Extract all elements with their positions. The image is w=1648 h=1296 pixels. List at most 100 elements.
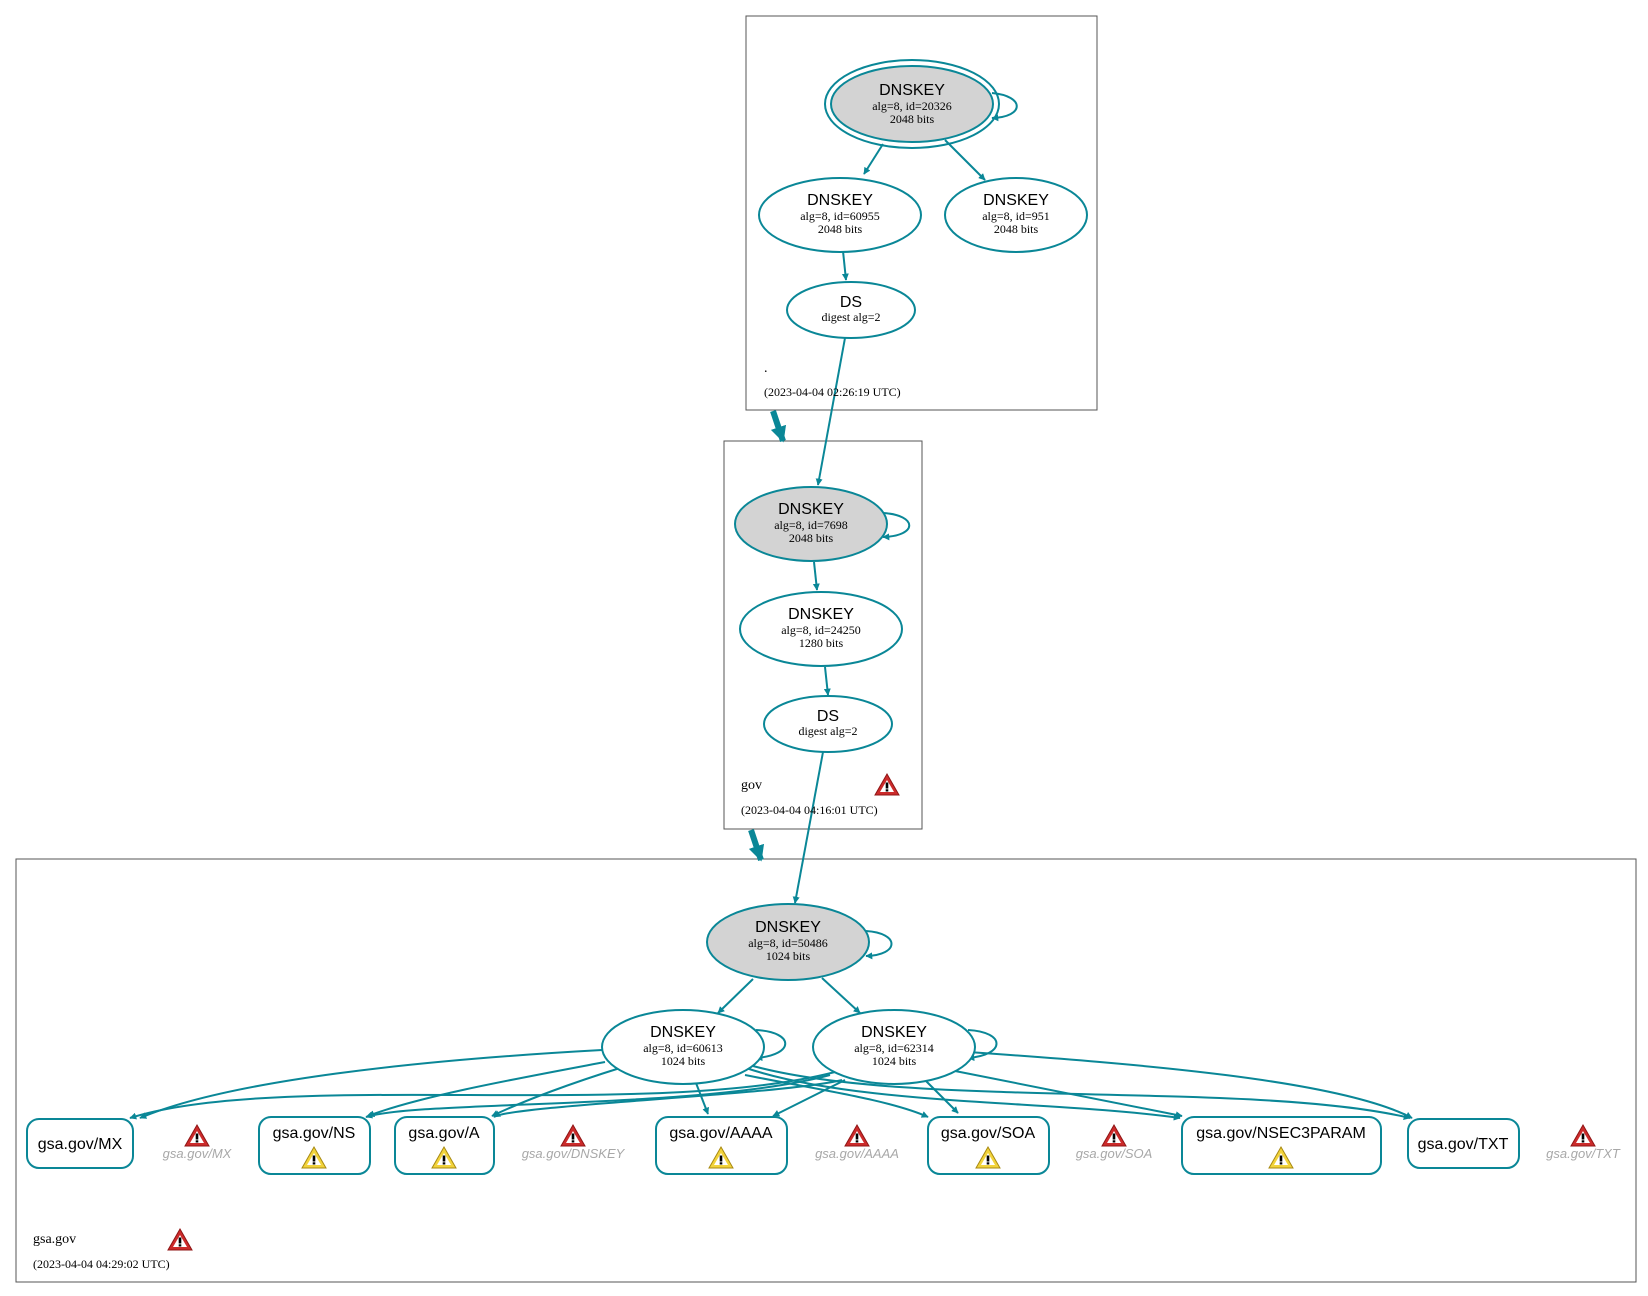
node-detail-label: alg=8, id=60955: [800, 209, 880, 223]
rrset-node-mx[interactable]: [26, 1118, 134, 1169]
sign-edge: [744, 1074, 929, 1118]
node-detail-label: 1024 bits: [766, 949, 811, 963]
node-type-label: DNSKEY: [983, 192, 1049, 209]
node-detail-label: 1280 bits: [799, 636, 844, 650]
sign-edge: [139, 1049, 603, 1119]
node-detail-label: alg=8, id=50486: [748, 936, 828, 950]
dnskey-node-gov-zsk[interactable]: [739, 591, 903, 667]
node-type-label: DS: [840, 294, 862, 311]
sign-edge: [772, 1079, 846, 1117]
zone-timestamp: (2023-04-04 04:29:02 UTC): [33, 1257, 170, 1271]
node-detail-label: 2048 bits: [789, 531, 834, 545]
rrset-node-aaaa[interactable]: [655, 1116, 788, 1175]
zone-name-label: .: [764, 361, 768, 376]
zone-timestamp: (2023-04-04 02:26:19 UTC): [764, 385, 901, 399]
node-detail-label: 1024 bits: [661, 1054, 706, 1068]
error-node-label: gsa.gov/SOA: [1076, 1146, 1153, 1161]
dnskey-node-root-zsk2[interactable]: [944, 177, 1088, 253]
dnskey-node-gsa-zsk1[interactable]: [601, 1009, 765, 1085]
ds-node-gov[interactable]: [763, 695, 893, 753]
rrset-node-a[interactable]: [394, 1116, 495, 1175]
sign-edge: [949, 1069, 1183, 1119]
error-node-label: gsa.gov/TXT: [1546, 1146, 1621, 1161]
error-icon[interactable]: [874, 773, 900, 796]
self-sign-edge: [991, 92, 1018, 122]
error-icon[interactable]: [844, 1124, 870, 1147]
digest-edge: [823, 666, 831, 696]
self-sign-edge: [967, 1029, 998, 1061]
digest-edge: [841, 250, 849, 281]
node-detail-label: alg=8, id=7698: [774, 518, 848, 532]
rrset-label: gsa.gov/TXT: [1418, 1136, 1509, 1153]
node-detail-label: alg=8, id=62314: [854, 1041, 934, 1055]
error-icon[interactable]: [1101, 1124, 1127, 1147]
node-detail-label: 1024 bits: [872, 1054, 917, 1068]
zone-gsa-box: [15, 858, 1637, 1283]
node-detail-label: 2048 bits: [818, 222, 863, 236]
rrset-label: gsa.gov/A: [408, 1125, 479, 1142]
sign-edge: [493, 1079, 843, 1118]
rrset-label: gsa.gov/NSEC3PARAM: [1196, 1125, 1366, 1142]
rrset-node-ns[interactable]: [258, 1116, 371, 1175]
dnskey-node-gsa-zsk2[interactable]: [812, 1009, 976, 1085]
node-type-label: DNSKEY: [778, 501, 844, 518]
node-detail-label: alg=8, id=24250: [781, 623, 861, 637]
node-detail-label: alg=8, id=60613: [643, 1041, 723, 1055]
rrset-label: gsa.gov/AAAA: [669, 1125, 773, 1142]
sign-edge: [491, 1067, 621, 1117]
sign-edge: [695, 1082, 709, 1115]
ds-link-edge: [815, 337, 846, 486]
self-sign-edge: [755, 1029, 787, 1062]
node-detail-label: alg=8, id=951: [982, 209, 1050, 223]
dnskey-node-gov-ksk[interactable]: [734, 486, 888, 562]
zone-name-label: gov: [741, 778, 762, 793]
node-detail-label: 2048 bits: [890, 112, 935, 126]
sign-edge: [812, 561, 820, 591]
node-type-label: DNSKEY: [755, 919, 821, 936]
ds-node-root[interactable]: [786, 281, 916, 339]
error-icon[interactable]: [560, 1124, 586, 1147]
node-type-label: DS: [817, 708, 839, 725]
self-sign-edge: [882, 512, 911, 541]
sign-edge: [367, 1061, 606, 1118]
error-node-label: gsa.gov/MX: [163, 1146, 233, 1161]
zone-root-box: [745, 15, 1098, 411]
rrset-label: gsa.gov/NS: [273, 1125, 356, 1142]
node-detail-label: 2048 bits: [994, 222, 1039, 236]
delegation-arrow-root-gov: [770, 410, 787, 443]
ds-link-edge: [792, 751, 824, 904]
dnskey-node-root-zsk1[interactable]: [758, 177, 922, 253]
node-detail-label: alg=8, id=20326: [872, 99, 952, 113]
node-detail-label: digest alg=2: [798, 724, 857, 738]
rrset-node-txt[interactable]: [1407, 1118, 1520, 1169]
zone-name-label: gsa.gov: [33, 1232, 76, 1247]
zone-timestamp: (2023-04-04 04:16:01 UTC): [741, 803, 878, 817]
node-detail-label: digest alg=2: [821, 310, 880, 324]
zone-gov-box: [723, 440, 923, 830]
sign-edge: [365, 1074, 831, 1119]
rrset-node-nsec3param[interactable]: [1181, 1116, 1382, 1175]
error-icon[interactable]: [1570, 1124, 1596, 1147]
error-node-label: gsa.gov/DNSKEY: [522, 1146, 626, 1161]
sign-edge: [745, 1067, 1181, 1121]
trust-anchor-ring: [824, 59, 1000, 149]
sign-edge: [821, 977, 861, 1014]
sign-edge: [924, 1079, 959, 1114]
rrset-node-soa[interactable]: [927, 1116, 1050, 1175]
error-icon[interactable]: [167, 1228, 193, 1251]
node-type-label: DNSKEY: [861, 1024, 927, 1041]
dnskey-node-root-ksk[interactable]: [830, 65, 994, 143]
node-type-label: DNSKEY: [879, 82, 945, 99]
error-node-label: gsa.gov/AAAA: [815, 1146, 899, 1161]
dnskey-node-gsa-ksk[interactable]: [706, 903, 870, 981]
node-type-label: DNSKEY: [650, 1024, 716, 1041]
rrset-label: gsa.gov/SOA: [941, 1125, 1036, 1142]
error-icon[interactable]: [184, 1124, 210, 1147]
delegation-arrow-gov-gsa: [748, 829, 765, 862]
sign-edge: [863, 143, 884, 175]
sign-edge: [944, 139, 986, 181]
sign-edge: [967, 1051, 1413, 1119]
sign-edge: [129, 1071, 836, 1120]
sign-edge: [717, 978, 754, 1014]
